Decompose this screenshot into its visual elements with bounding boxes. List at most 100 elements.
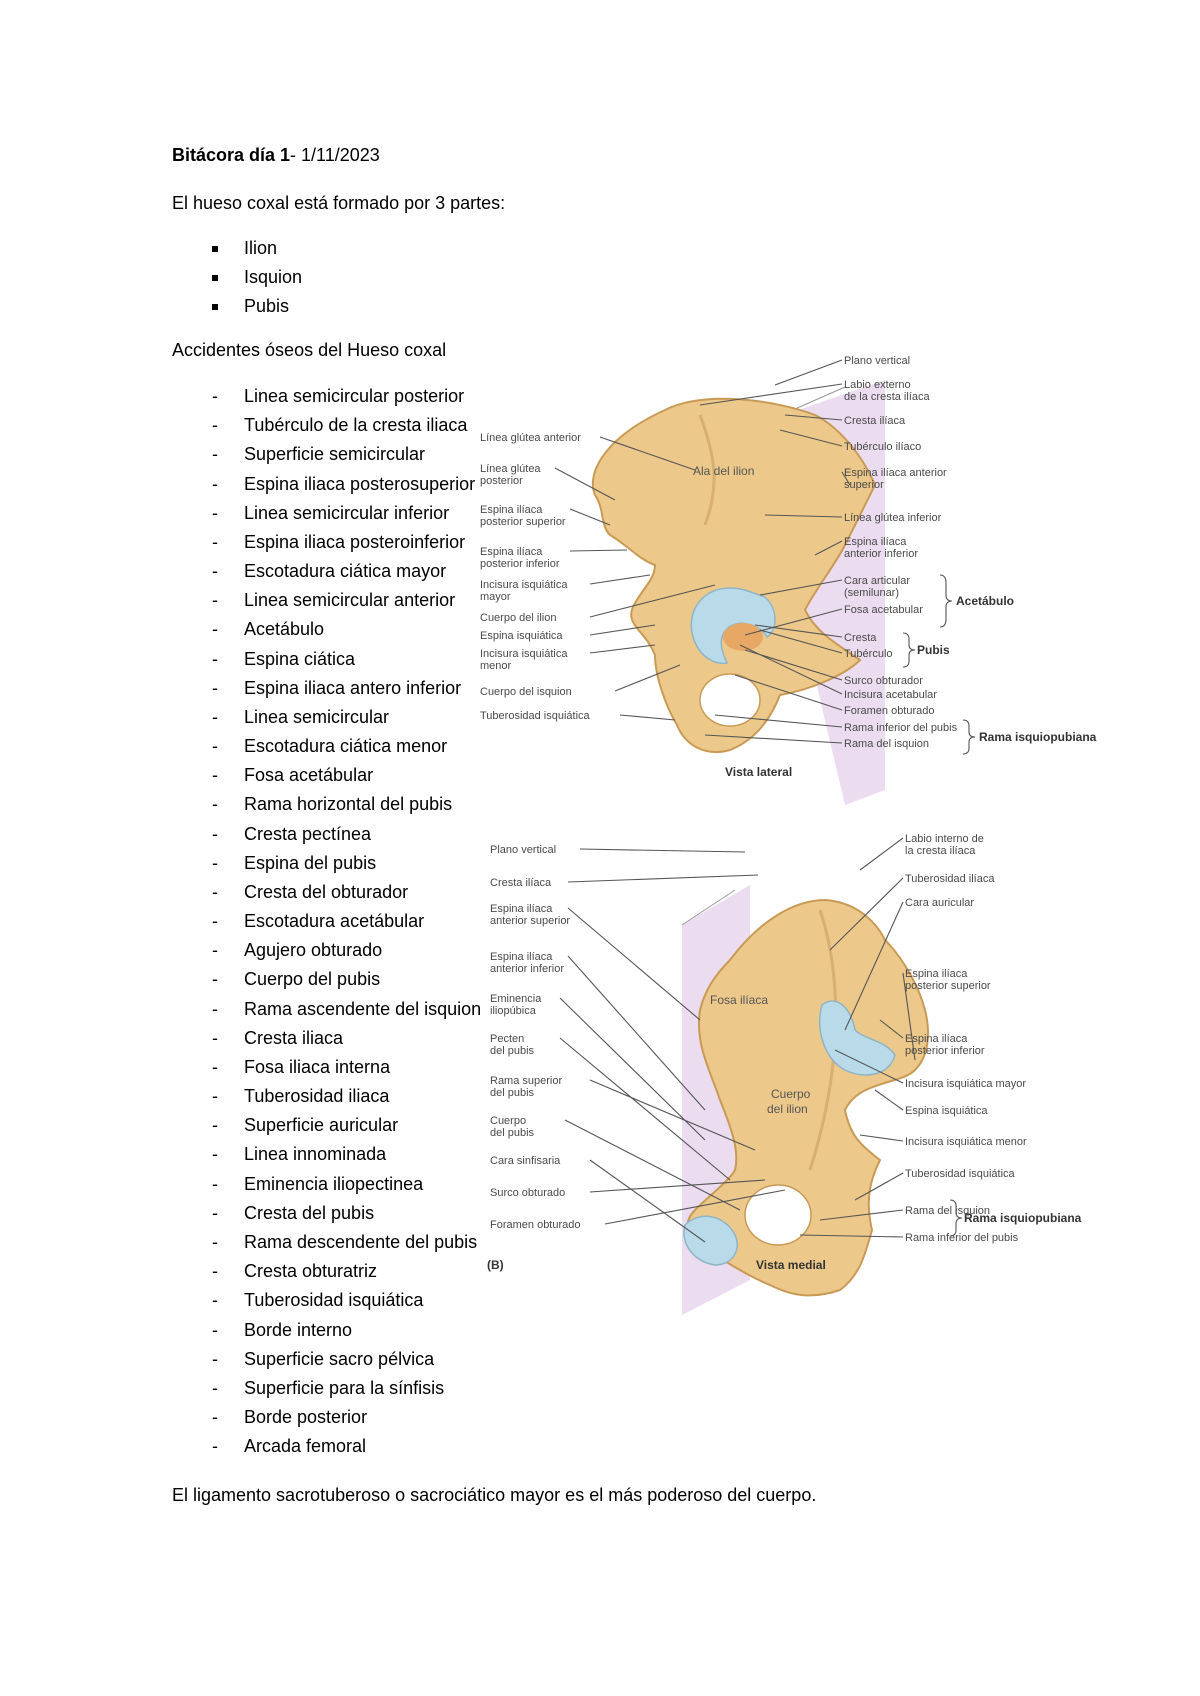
group-acetabulo: Acetábulo — [956, 594, 1014, 608]
figure-label: Cara sinfisaria — [490, 1155, 706, 1243]
dash-bullet: - — [212, 1173, 218, 1194]
brace-rama — [949, 1199, 963, 1237]
figure-label-text: iliopúbica — [490, 1005, 537, 1017]
leader-line — [844, 901, 904, 1031]
figure-label-text: Espina ilíaca anterior — [844, 467, 947, 479]
figure-label-text: Tubérculo — [844, 648, 893, 660]
dash-bullet: - — [212, 386, 218, 406]
auricular-surface — [819, 1000, 896, 1076]
leader-line — [564, 1119, 741, 1211]
list-item-text: Linea semicircular anterior — [244, 590, 456, 611]
list-item-text: Linea innominada — [244, 1144, 387, 1165]
figure-label-text: Plano vertical — [844, 355, 910, 367]
acetabular-fossa — [723, 623, 763, 651]
leader-line — [859, 1134, 904, 1142]
plane-edge — [681, 889, 736, 926]
bone-ridge — [698, 414, 716, 526]
leader-line — [614, 664, 681, 692]
figure-label-text: del pubis — [490, 1127, 535, 1139]
leader-line — [759, 579, 843, 596]
figure-label-text: (semilunar) — [844, 587, 899, 599]
dash-bullet: - — [212, 444, 218, 465]
dash-bullet: - — [212, 1115, 218, 1136]
figure-label-text: posterior superior — [480, 516, 566, 528]
figure-label-text: Cara articular — [844, 575, 910, 587]
figure-label-text: la cresta ilíaca — [905, 845, 976, 857]
dash-bullet: - — [212, 998, 218, 1019]
figure-label-text: Foramen obturado — [490, 1219, 581, 1231]
leader-line — [589, 644, 656, 654]
figure-label: Tuberosidad isquiática — [854, 1168, 1016, 1201]
figure-label: Rama del isquion — [819, 1205, 990, 1221]
figure-label-text: Tuberosidad ilíaca — [905, 873, 995, 885]
figure-label: Rama inferior del pubis — [799, 1232, 1019, 1244]
page-title: Bitácora día 1- 1/11/2023 — [172, 145, 380, 166]
figure-label-text: Línea glútea inferior — [844, 512, 942, 524]
dash-bullet: - — [212, 765, 218, 786]
figure-label: Cuerpo del ilion — [480, 584, 716, 624]
leader-line — [829, 877, 904, 951]
dash-bullet: - — [212, 1377, 218, 1398]
list-item-text: Borde interno — [244, 1319, 353, 1340]
dash-bullet: - — [212, 502, 218, 523]
dash-bullet: - — [212, 415, 218, 436]
figure-label: Foramen obturado — [734, 674, 935, 717]
figure-label: Plano vertical — [774, 355, 910, 386]
figure-label-text: Espina isquiática — [905, 1105, 988, 1117]
figure-label-text: posterior — [480, 475, 523, 487]
figure-label: Tuberosidad ilíaca — [829, 873, 995, 951]
figure-label-text: Eminencia — [490, 993, 542, 1005]
leader-line — [554, 467, 616, 501]
dash-bullet: - — [212, 1290, 218, 1311]
dash-bullet: - — [212, 648, 218, 669]
leader-line — [567, 955, 706, 1111]
figure-label-text: Espina isquiática — [480, 630, 563, 642]
leader-line — [589, 1159, 706, 1243]
list-item-text: Tubérculo de la cresta iliaca — [244, 415, 468, 436]
figure-label-text: Incisura isquiática menor — [905, 1136, 1027, 1148]
brace-pubis — [902, 632, 916, 668]
list-item-text: Escotadura ciática menor — [244, 736, 448, 757]
figure-label-text: Línea glútea anterior — [480, 432, 581, 444]
caption-vista-lateral: Vista lateral — [725, 765, 792, 779]
leader-line — [754, 624, 843, 638]
final-note: El ligamento sacrotuberoso o sacrociátic… — [172, 1485, 817, 1505]
section-heading: Accidentes óseos del Hueso coxal — [172, 340, 447, 360]
leader-line — [874, 1089, 904, 1111]
figure-label: Espina isquiática — [480, 624, 656, 642]
dash-bullet: - — [212, 473, 218, 494]
figure-label-text: Cresta ilíaca — [844, 415, 906, 427]
figure-label: Incisura isquiática mayor — [834, 1049, 1026, 1090]
figure-medial-view: Fosa ilíaca Cuerpo del ilion Plano verti… — [487, 833, 1200, 1400]
leader-line — [854, 1172, 904, 1201]
leader-line — [589, 1179, 766, 1193]
acetabulum-cartilage — [690, 587, 776, 665]
list-item-text: Eminencia iliopectinea — [244, 1173, 424, 1194]
leader-line — [739, 644, 843, 695]
list-item-text: Superficie semicircular — [244, 444, 426, 465]
leader-line — [714, 714, 843, 728]
leader-line — [569, 508, 611, 526]
leader-line — [589, 624, 656, 636]
figure-label: Tuberosidad isquiática — [480, 710, 676, 722]
figure-label: Cresta ilíaca — [784, 414, 906, 427]
figure-label-text: Tuberosidad isquiática — [480, 710, 591, 722]
dash-bullet: - — [212, 1144, 218, 1165]
leader-line — [859, 837, 904, 871]
bullet-icon — [212, 246, 218, 252]
list-item-text: Cuerpo del pubis — [244, 969, 381, 990]
dash-bullet: - — [212, 531, 218, 552]
figure-label-text: mayor — [480, 591, 511, 603]
obturator-foramen — [699, 673, 761, 727]
